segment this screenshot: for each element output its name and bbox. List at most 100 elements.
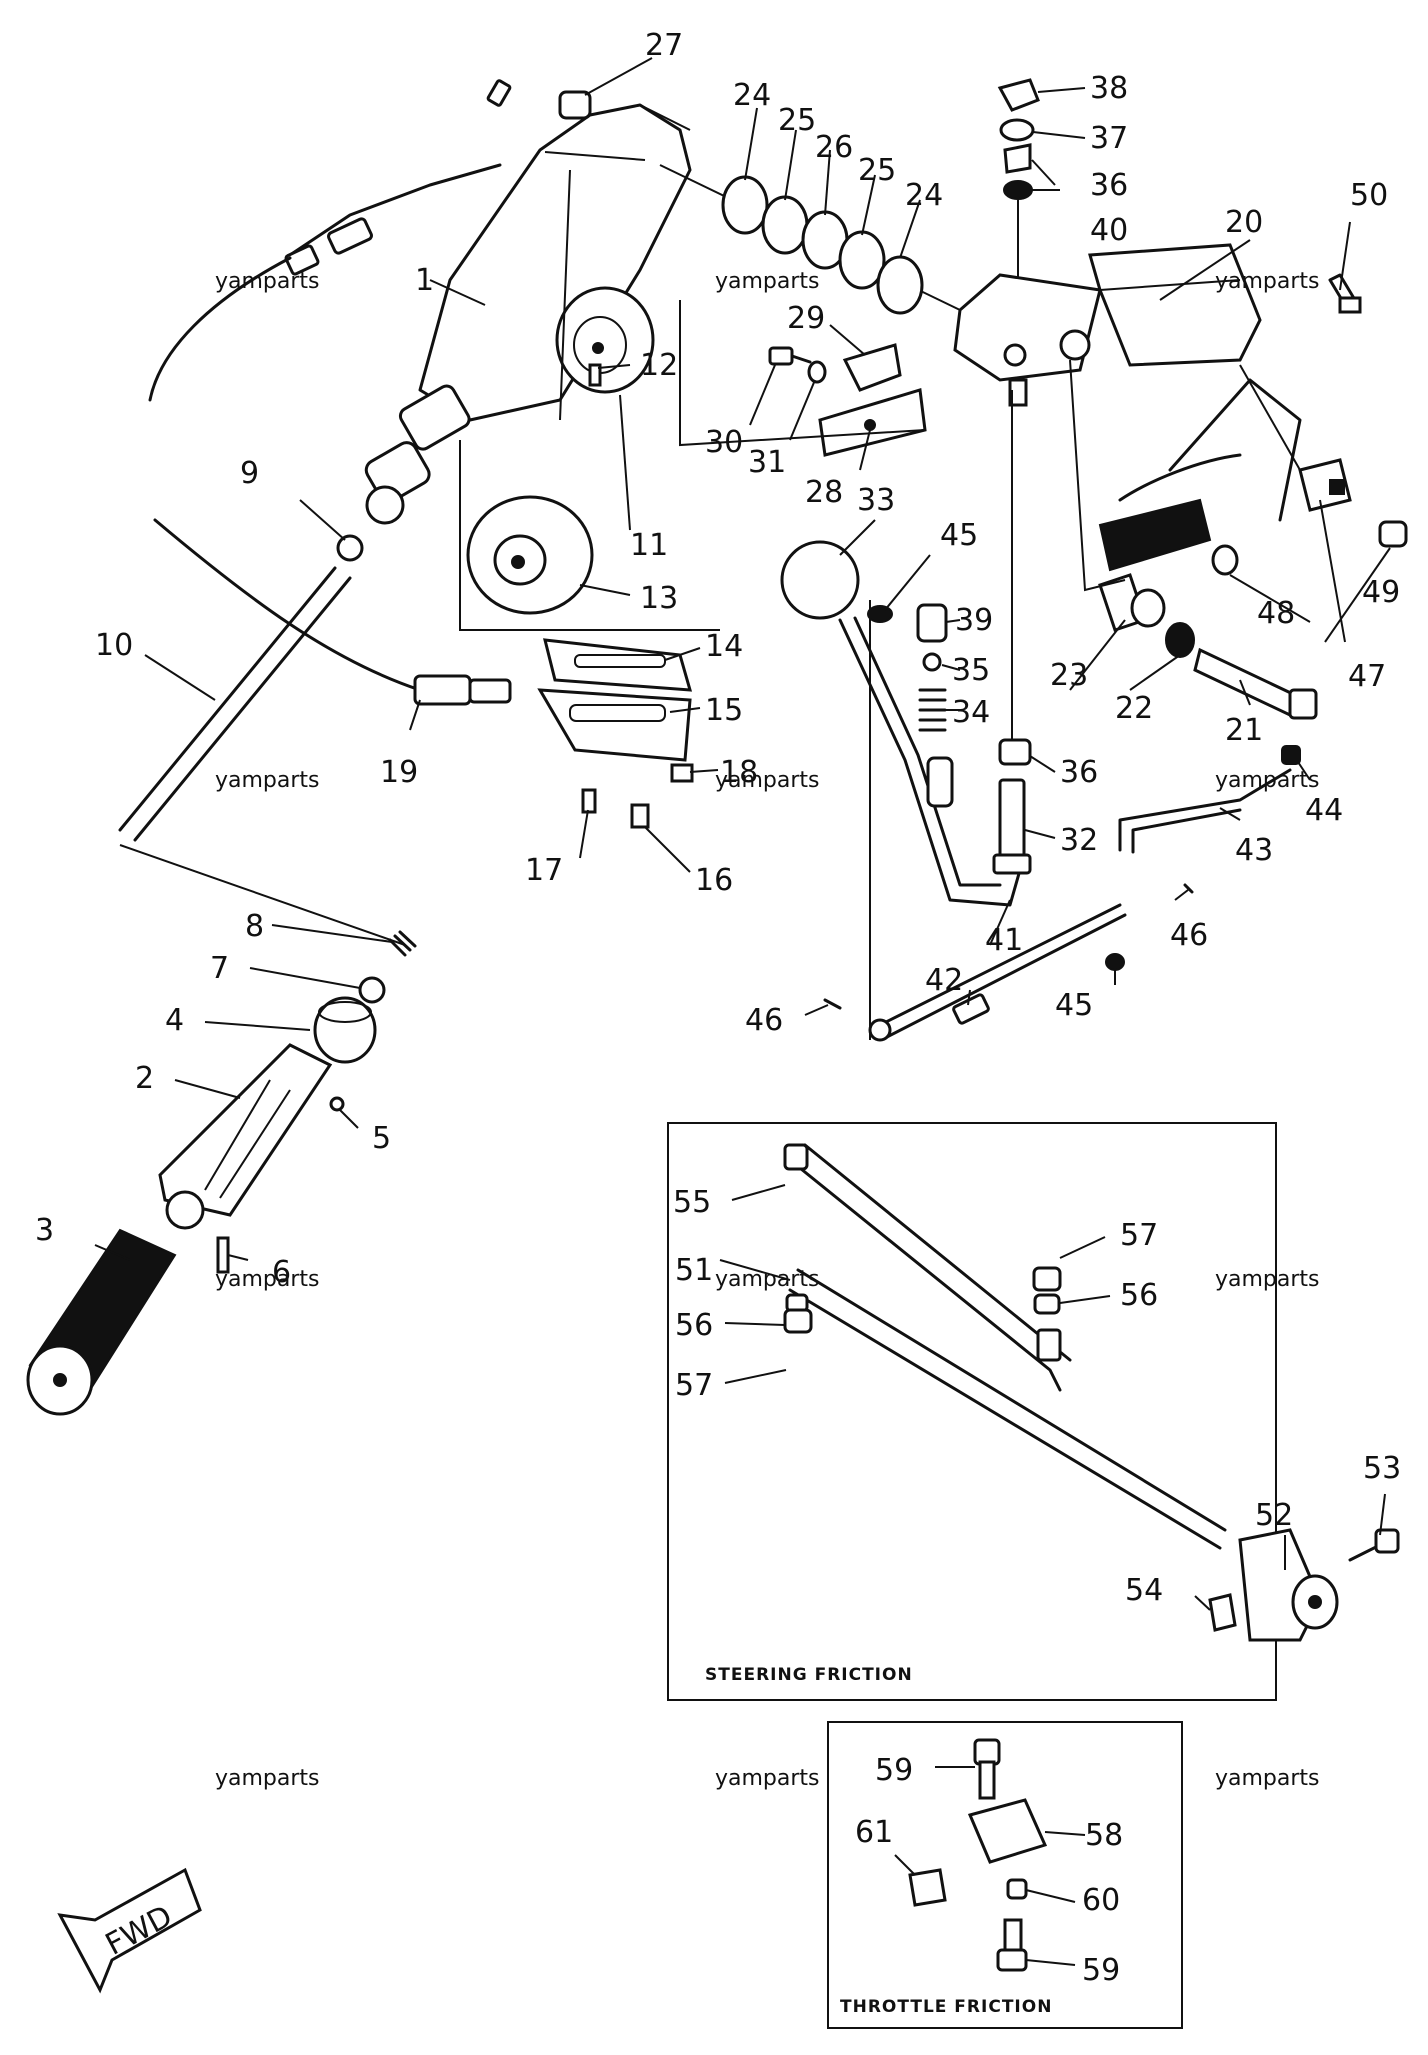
callout-50: 50: [1350, 178, 1388, 213]
callout-35: 35: [952, 653, 990, 688]
watermark: yamparts: [715, 768, 820, 793]
callout-59-lower: 59: [1082, 1953, 1120, 1988]
callout-36-upper: 36: [1090, 168, 1128, 203]
part-32-stud: [992, 390, 1032, 875]
callout-2: 2: [135, 1061, 154, 1096]
part-3-grip: [26, 1228, 177, 1416]
watermark: yamparts: [1215, 1766, 1320, 1791]
part-20-column: [953, 243, 1262, 407]
watermark: yamparts: [215, 1267, 320, 1292]
callout-29: 29: [787, 301, 825, 336]
part-31-washer: [807, 360, 827, 384]
callout-12: 12: [640, 348, 678, 383]
callout-42: 42: [925, 963, 963, 998]
part-15-bracket: [537, 688, 692, 762]
callout-14: 14: [705, 629, 743, 664]
part-45-nut-lower: [1105, 953, 1125, 971]
callout-16: 16: [695, 863, 733, 898]
callout-13: 13: [640, 581, 678, 616]
part-44-nut: [1281, 745, 1301, 765]
callout-22: 22: [1115, 691, 1153, 726]
callout-34: 34: [952, 695, 990, 730]
callout-10: 10: [95, 628, 133, 663]
callout-51: 51: [675, 1253, 713, 1288]
part-13-pulley: [466, 495, 594, 615]
watermarks: yamparts yamparts yamparts yamparts yamp…: [215, 269, 1320, 1791]
part-16-17-18-screws: [581, 763, 694, 829]
callout-38: 38: [1090, 71, 1128, 106]
watermark: yamparts: [1215, 269, 1320, 294]
box-titles: STEERING FRICTION THROTTLE FRICTION FWD: [100, 1665, 1052, 2017]
callout-28: 28: [805, 475, 843, 510]
part-48-lanyard: [1098, 378, 1302, 576]
part-43-rod: [1118, 768, 1292, 854]
callout-54: 54: [1125, 1573, 1163, 1608]
guide-lines: [459, 169, 1301, 1040]
callout-60: 60: [1082, 1883, 1120, 1918]
callout-52: 52: [1255, 1498, 1293, 1533]
watermark: yamparts: [215, 768, 320, 793]
callout-11: 11: [630, 528, 668, 563]
part-23-block: [1098, 573, 1166, 632]
callout-55: 55: [673, 1185, 711, 1220]
callout-4: 4: [165, 1003, 184, 1038]
steering-friction-title: STEERING FRICTION: [705, 1665, 913, 1685]
callout-31: 31: [748, 445, 786, 480]
callout-46-right: 46: [1170, 918, 1208, 953]
callout-21: 21: [1225, 713, 1263, 748]
leader-lines: [94, 57, 1391, 1966]
part-2-throttle-sleeve: [158, 1043, 333, 1230]
callout-45-lower: 45: [1055, 988, 1093, 1023]
callout-53: 53: [1363, 1451, 1401, 1486]
part-10-rod: [118, 566, 406, 946]
callout-labels: 1 2 3 4 5 6 7 8 9 10 11 12 13 14 15 16 1…: [35, 28, 1401, 1988]
watermark: yamparts: [1215, 1267, 1320, 1292]
callout-7: 7: [210, 951, 229, 986]
watermark: yamparts: [715, 269, 820, 294]
watermark: yamparts: [715, 1267, 820, 1292]
callout-59-upper: 59: [875, 1753, 913, 1788]
watermark: yamparts: [1215, 768, 1320, 793]
part-28-bracket: [818, 388, 927, 457]
callout-36-lower: 36: [1060, 755, 1098, 790]
part-4-collar: [313, 996, 377, 1064]
callout-49: 49: [1362, 575, 1400, 610]
part-drawings: [26, 78, 1408, 2029]
part-49-cap: [1378, 520, 1408, 548]
throttle-friction-title: THROTTLE FRICTION: [840, 1997, 1052, 2017]
part-29-block: [842, 343, 902, 392]
part-27-cap-nut: [558, 90, 592, 120]
part-47-switch: [1298, 458, 1352, 512]
callout-25-left: 25: [778, 103, 816, 138]
callout-58: 58: [1085, 1818, 1123, 1853]
callout-15: 15: [705, 693, 743, 728]
callout-57-right: 57: [1120, 1218, 1158, 1253]
part-12-pin: [588, 363, 602, 387]
part-50-clip: [1328, 273, 1362, 314]
watermark: yamparts: [715, 1766, 820, 1791]
callout-33: 33: [857, 483, 895, 518]
steering-friction-box: [667, 1122, 1400, 1701]
part-33-knob: [780, 540, 860, 620]
part-45-nut-upper: [867, 605, 893, 623]
callout-48: 48: [1257, 596, 1295, 631]
callout-39: 39: [955, 603, 993, 638]
fwd-arrow: [57, 1867, 202, 1994]
callout-45-upper: 45: [940, 518, 978, 553]
part-46-pins: [823, 883, 1194, 1010]
callout-47: 47: [1348, 659, 1386, 694]
callout-57-left: 57: [675, 1368, 713, 1403]
callout-56-right: 56: [1120, 1278, 1158, 1313]
throttle-cable: [148, 79, 512, 706]
part-36-nut-lower: [998, 738, 1032, 766]
callout-44: 44: [1305, 793, 1343, 828]
part-30-bolt: [768, 346, 812, 366]
callout-40: 40: [1090, 213, 1128, 248]
callout-1: 1: [415, 263, 434, 298]
callout-20: 20: [1225, 205, 1263, 240]
callout-41: 41: [985, 923, 1023, 958]
callout-5: 5: [372, 1121, 391, 1156]
callout-37: 37: [1090, 121, 1128, 156]
callout-32: 32: [1060, 823, 1098, 858]
